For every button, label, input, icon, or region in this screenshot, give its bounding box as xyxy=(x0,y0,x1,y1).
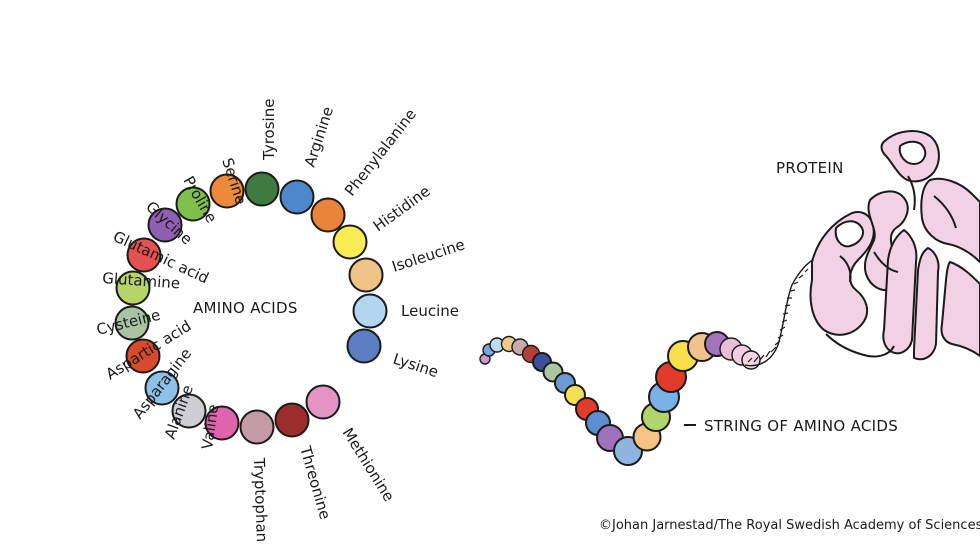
amino-acid-chain xyxy=(479,331,761,466)
label-threonine: Threonine xyxy=(296,443,334,521)
amino-acid-ring: Lysine Leucine IsoleucineHistidinePhenylal… xyxy=(95,99,467,543)
bead-threonine xyxy=(274,402,310,438)
bead-serine xyxy=(209,173,245,209)
label-leucine: Leucine xyxy=(401,302,459,320)
image-credit: ©Johan Jarnestad/The Royal Swedish Acade… xyxy=(599,518,980,533)
bead-arginine xyxy=(279,179,315,215)
label-methionine: Methionine xyxy=(339,425,398,505)
bead-asparagine xyxy=(144,370,180,406)
string-title: STRING OF AMINO ACIDS xyxy=(704,417,898,435)
bead-cysteine xyxy=(114,305,150,341)
label-glutamine: Glutamine xyxy=(102,269,181,292)
bead-methionine xyxy=(305,384,341,420)
protein-coil-ticks xyxy=(747,268,809,363)
ring-title: AMINO ACIDS xyxy=(193,299,298,317)
bead-tyrosine xyxy=(244,171,280,207)
protein-body xyxy=(809,130,980,361)
bead-glutamic-acid xyxy=(126,237,162,273)
bead-leucine xyxy=(352,293,388,329)
bead-isoleucine xyxy=(348,257,384,293)
bead-histidine xyxy=(332,224,368,260)
label-isoleucine: Isoleucine xyxy=(390,235,467,275)
protein-coil-tail xyxy=(744,257,817,367)
bead-proline xyxy=(175,186,211,222)
label-tryptophan: Tryptophan xyxy=(250,457,271,543)
bead-glutamine xyxy=(115,270,151,306)
label-tyrosine: Tyrosine xyxy=(260,99,278,161)
bead-lysine xyxy=(346,328,382,364)
bead-alanine xyxy=(171,393,207,429)
bead-phenylalanine xyxy=(310,197,346,233)
protein-title: PROTEIN xyxy=(776,159,844,177)
label-lysine: Lysine xyxy=(391,350,441,382)
bead-glycine xyxy=(147,207,183,243)
label-phenylalanine: Phenylalanine xyxy=(341,105,420,199)
protein-ribbon xyxy=(744,130,980,367)
bead-tryptophan xyxy=(239,409,275,445)
label-arginine: Arginine xyxy=(301,104,337,169)
label-histidine: Histidine xyxy=(370,182,434,235)
bead-aspartic-acid xyxy=(125,338,161,374)
bead-valine xyxy=(204,405,240,441)
